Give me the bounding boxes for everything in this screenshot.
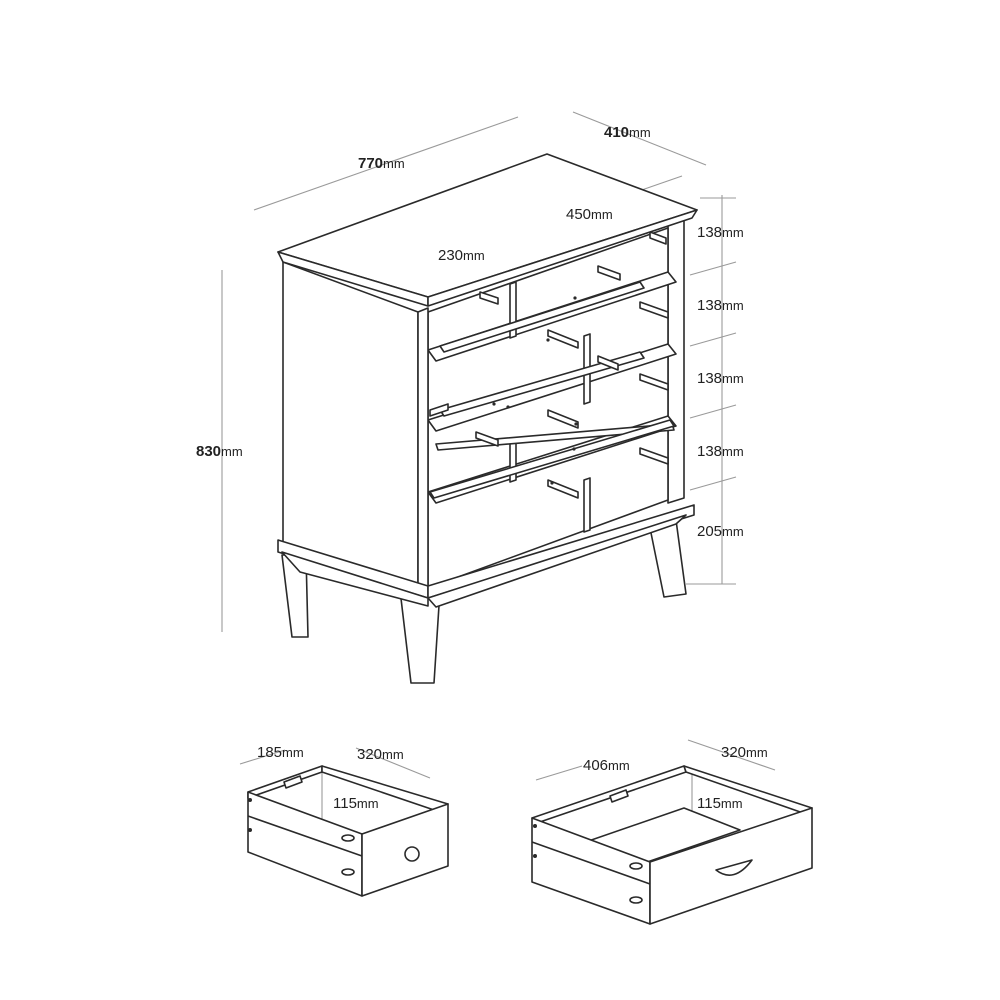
- peg: [479, 291, 499, 305]
- small-drawer: [239, 747, 449, 897]
- large-drawer-width-label: 406mm: [583, 757, 630, 774]
- left-side-panel: [282, 261, 419, 589]
- base-spacing-label: 205mm: [697, 523, 744, 540]
- knob-handle: [404, 846, 420, 862]
- height-label: 830mm: [196, 443, 243, 460]
- peg: [547, 329, 579, 349]
- peg: [597, 355, 619, 371]
- inner-depth-label: 230mm: [438, 247, 485, 264]
- peg: [429, 403, 449, 417]
- peg: [475, 431, 499, 447]
- front-stile: [417, 307, 429, 591]
- cup-handle: [715, 859, 753, 876]
- cabinet-top-edge: [427, 209, 698, 307]
- cabinet-base: [427, 504, 695, 599]
- shelf-spacing-label: 138mm: [697, 370, 744, 387]
- small-drawer-height-label: 115mm: [333, 795, 379, 812]
- width-label: 770mm: [358, 155, 405, 172]
- peg: [547, 409, 579, 429]
- large-drawer-height-label: 115mm: [697, 795, 743, 812]
- depth-label: 410mm: [604, 124, 651, 141]
- peg: [597, 265, 621, 281]
- peg: [639, 447, 669, 465]
- shelf-spacing-label: 138mm: [697, 224, 744, 241]
- inner-width-label: 450mm: [566, 206, 613, 223]
- right-side-panel: [667, 213, 685, 504]
- peg: [639, 373, 669, 391]
- peg: [639, 301, 669, 319]
- wine-cabinet: [277, 153, 698, 684]
- base-apron: [281, 551, 429, 607]
- drawer-front: [361, 803, 449, 897]
- small-drawer-depth-label: 320mm: [357, 746, 404, 763]
- base-apron: [427, 514, 687, 608]
- shelf-spacing-label: 138mm: [697, 443, 744, 460]
- small-drawer-width-label: 185mm: [257, 744, 304, 761]
- rack-rail: [429, 419, 675, 499]
- large-drawer-depth-label: 320mm: [721, 744, 768, 761]
- peg: [649, 231, 667, 245]
- rack-rail: [439, 351, 645, 417]
- peg: [547, 479, 579, 499]
- rack-rail: [439, 281, 645, 353]
- shelf-spacing-label: 138mm: [697, 297, 744, 314]
- large-drawer: [531, 739, 813, 925]
- divider-4: [583, 477, 591, 533]
